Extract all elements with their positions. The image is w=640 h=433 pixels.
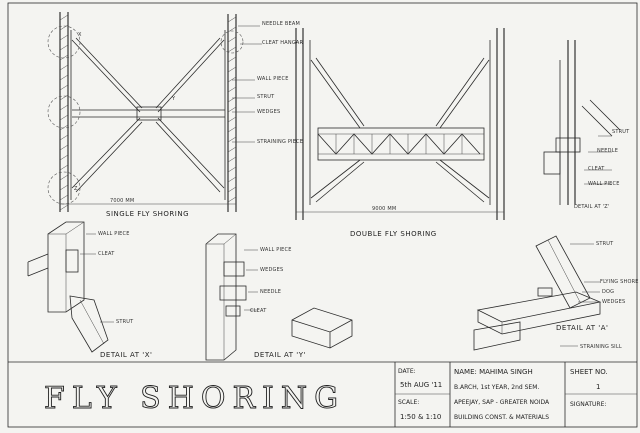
sheet-no-label: SHEET NO. [570,368,608,376]
detail-a-caption: DETAIL AT 'A' [556,324,608,332]
callout-z: Z [74,186,78,192]
double-dimension: 9000 MM [372,206,396,212]
z-label-wall-piece: WALL PIECE [588,181,620,187]
date-label: DATE: [398,368,416,375]
x-label-strut: STRUT [116,319,134,325]
left-wall [59,12,72,212]
detail-z: STRUT NEEDLE CLEAT WALL PIECE DETAIL AT … [543,40,630,210]
label-needle-beam: NEEDLE BEAM [262,21,300,27]
label-strut: STRUT [257,94,275,100]
sheet-no-value: 1 [596,383,600,391]
right-wall [224,14,237,212]
single-caption: SINGLE FLY SHORING [106,210,189,218]
callout-circle-right [220,30,244,54]
z-label-needle: NEEDLE [597,148,618,154]
z-label-cleat: CLEAT [588,166,605,172]
label-wedges: WEDGES [257,109,280,115]
a-label-wedges: WEDGES [602,299,625,305]
single-dimension: 7000 MM [110,198,134,204]
single-struts [71,37,225,193]
y-label-wedges: WEDGES [260,267,283,273]
a-label-strut: STRUT [596,241,614,247]
y-label-wall-piece: WALL PIECE [260,247,292,253]
double-caption: DOUBLE FLY SHORING [350,230,437,238]
a-label-dog: DOG [602,289,614,295]
y-label-needle: NEEDLE [260,289,281,295]
single-fly-shoring: X Y Z 7000 MM NEEDLE BEAM CLEAT HANGAR W… [47,12,304,218]
label-cleat-hangar: CLEAT HANGAR [262,40,304,46]
callout-x: X [78,32,82,38]
y-label-cleat: CLEAT [250,308,267,314]
name-line: NAME: MAHIMA SINGH [454,368,533,376]
single-straining-piece [72,106,225,121]
callout-circle-middle [47,95,81,129]
z-label-strut: STRUT [612,129,630,135]
college-line: APEEJAY, SAP - GREATER NOIDA [454,399,550,406]
callout-y: Y [171,96,176,102]
a-label-straining-sill: STRAINING SILL [580,344,622,350]
callout-circle-top [47,25,81,59]
course-line: B.ARCH, 1st YEAR, 2nd SEM. [454,384,539,391]
detail-x-caption: DETAIL AT 'X' [100,351,152,359]
label-wall-piece: WALL PIECE [257,76,289,82]
subject-line: BUILDING CONST. & MATERIALS [454,414,549,421]
label-straining-piece: STRAINING PIECE [257,139,303,145]
x-label-wall-piece: WALL PIECE [98,231,130,237]
timber-block-sketch [291,307,353,349]
double-truss [317,127,485,161]
scale-value: 1:50 & 1:10 [400,413,441,421]
double-fly-shoring: 9000 MM DOUBLE FLY SHORING [295,28,505,238]
signature-label: SIGNATURE: [570,401,606,408]
x-label-cleat: CLEAT [98,251,115,257]
sheet-title: FLY SHORING [44,381,345,416]
callout-circle-bottom [47,171,81,205]
sheet-border [7,2,638,428]
detail-z-caption: DETAIL AT 'Z' [574,204,609,210]
date-value: 5th AUG '11 [400,381,442,389]
detail-y-caption: DETAIL AT 'Y' [254,351,306,359]
detail-x: WALL PIECE CLEAT STRUT DETAIL AT 'X' [27,221,152,359]
scale-label: SCALE: [398,399,419,406]
detail-a: STRUT FLYING SHORE DOG WEDGES STRAINING … [473,235,639,351]
a-label-flying-shore: FLYING SHORE [600,279,639,285]
detail-y: WALL PIECE WEDGES NEEDLE CLEAT DETAIL AT… [205,233,306,361]
title-block: FLY SHORING DATE: 5th AUG '11 SCALE: 1:5… [8,361,637,427]
